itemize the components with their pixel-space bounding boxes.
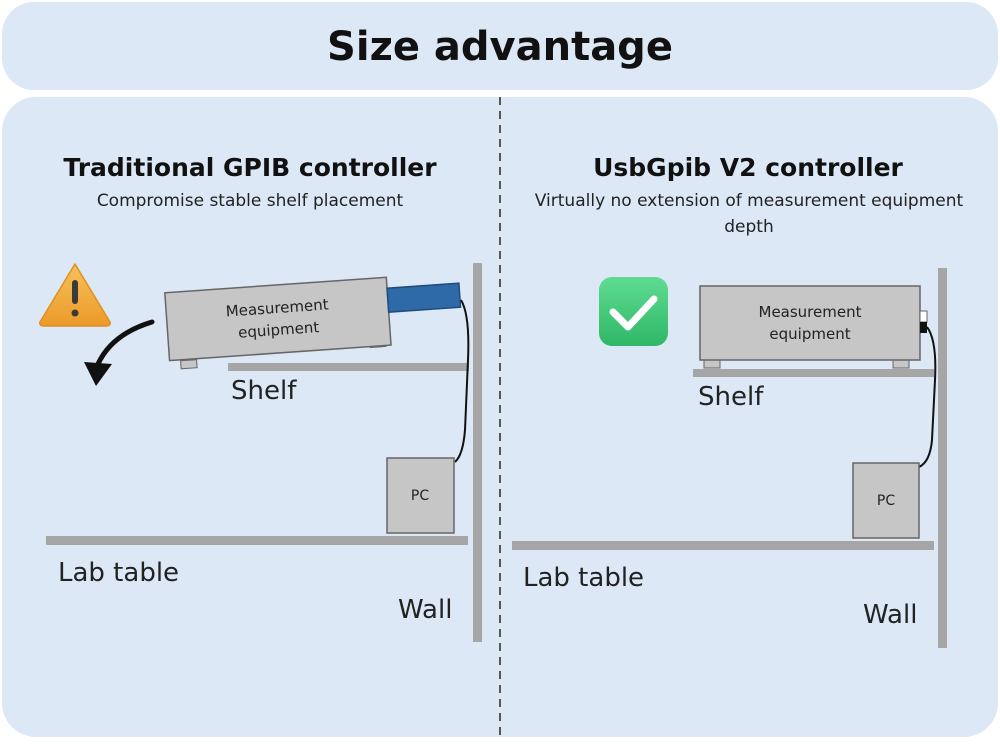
right-panel-title: UsbGpib V2 controller <box>593 153 903 182</box>
warning-icon <box>39 263 111 327</box>
right-pc-label: PC <box>877 493 895 509</box>
right-shelf <box>693 369 934 377</box>
right-lab-table <box>512 541 934 550</box>
left-pc-label: PC <box>411 488 429 504</box>
page-title: Size advantage <box>327 24 673 70</box>
left-wall <box>473 263 482 642</box>
gpib-connector <box>386 282 462 313</box>
tipping-arrow <box>84 319 155 386</box>
right-cable <box>918 326 937 468</box>
left-equipment-label-line2: equipment <box>238 318 320 342</box>
left-shelf-label: Shelf <box>231 376 297 406</box>
right-lab-table-label: Lab table <box>523 563 644 593</box>
left-lab-table <box>46 536 468 545</box>
main-panel <box>2 97 998 737</box>
left-cable <box>454 299 470 463</box>
left-panel-subtitle: Compromise stable shelf placement <box>97 191 404 211</box>
left-measurement-equipment: Measurement equipment <box>164 276 462 370</box>
left-panel: Traditional GPIB controller Compromise s… <box>39 153 482 642</box>
left-panel-title: Traditional GPIB controller <box>63 153 437 182</box>
right-shelf-label: Shelf <box>698 382 764 412</box>
right-panel-subtitle-line2: depth <box>724 217 773 237</box>
right-equipment-label-line2: equipment <box>769 325 850 343</box>
left-lab-table-label: Lab table <box>58 558 179 588</box>
left-wall-label: Wall <box>398 595 452 625</box>
usbgpib-adapter <box>919 310 928 323</box>
right-wall-label: Wall <box>863 600 917 630</box>
right-pc <box>852 462 920 539</box>
left-pc <box>386 457 455 534</box>
right-measurement-equipment: Measurement equipment <box>699 285 928 369</box>
header-banner <box>2 2 998 90</box>
right-panel: UsbGpib V2 controller Virtually no exten… <box>512 153 964 648</box>
check-icon <box>599 277 668 346</box>
left-shelf <box>228 363 469 371</box>
right-wall <box>938 268 947 648</box>
right-panel-subtitle-line1: Virtually no extension of measurement eq… <box>535 191 964 211</box>
right-equipment-label-line1: Measurement <box>759 303 862 321</box>
